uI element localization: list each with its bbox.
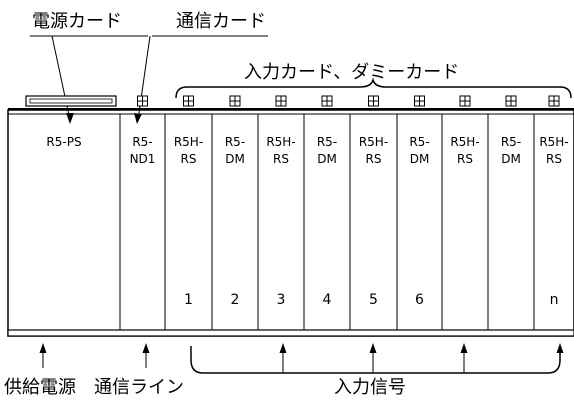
- card-model-line2: RS: [457, 152, 473, 166]
- card-model-line2: DM: [501, 152, 521, 166]
- card-model-line1: R5-: [409, 135, 429, 149]
- comm-line-arrow-head: [142, 343, 150, 353]
- rack-bottom-rail: [7, 329, 574, 337]
- input-signal-brace: [190, 346, 561, 374]
- input-signal-label: 入力信号: [334, 377, 406, 398]
- card-model-line2: DM: [225, 152, 245, 166]
- comm-card-leader: [137, 35, 151, 121]
- power-supply-arrow-head: [39, 343, 47, 353]
- input-signal-arrow-head: [369, 343, 377, 353]
- power-card-leader: [51, 35, 71, 121]
- card-model-line2: DM: [410, 152, 430, 166]
- card-model-line1: R5-: [132, 135, 152, 149]
- card-slot-number: 5: [369, 292, 378, 308]
- card-model-line2: RS: [366, 152, 382, 166]
- card-slot-number: 6: [415, 292, 424, 308]
- card-model-line1: R5-: [317, 135, 337, 149]
- comm-card-leader-arrow: [134, 113, 142, 124]
- card-model-line2: RS: [546, 152, 562, 166]
- power-supply-label: 供給電源: [4, 377, 76, 398]
- card-model-line1: R5H-: [359, 135, 388, 149]
- psu-top-fitting-inner: [29, 98, 113, 104]
- card-model-line1: R5H-: [266, 135, 295, 149]
- card-slot-number: 2: [231, 292, 240, 308]
- input-cards-top-brace: [175, 77, 572, 99]
- card-model-line1: R5H-: [174, 135, 203, 149]
- comm-line-label: 通信ライン: [94, 377, 184, 398]
- card-model-line2: DM: [317, 152, 337, 166]
- input-dummy-cards-label: 入力カード、ダミーカード: [244, 62, 459, 83]
- card-slot-number: n: [550, 292, 559, 308]
- card-slot-number: 4: [323, 292, 332, 308]
- input-signal-arrow-head: [460, 343, 468, 353]
- card-model-line1: R5-: [225, 135, 245, 149]
- card-model-line2: ND1: [130, 152, 156, 166]
- card-model-line1: R5-: [501, 135, 521, 149]
- card-model-line1: R5H-: [539, 135, 568, 149]
- card-slot-number: 3: [277, 292, 286, 308]
- power-card-label: 電源カード: [32, 11, 122, 32]
- card-model-line1: R5-PS: [46, 135, 81, 149]
- card-model-line1: R5H-: [450, 135, 479, 149]
- card-slot-number: 1: [184, 292, 193, 308]
- comm-card-label: 通信カード: [176, 11, 266, 32]
- card-model-line2: RS: [273, 152, 289, 166]
- rack-top-rail: [8, 108, 574, 110]
- power-card-leader-arrow: [66, 113, 74, 124]
- card-model-line2: RS: [181, 152, 197, 166]
- input-signal-arrow-head: [279, 343, 287, 353]
